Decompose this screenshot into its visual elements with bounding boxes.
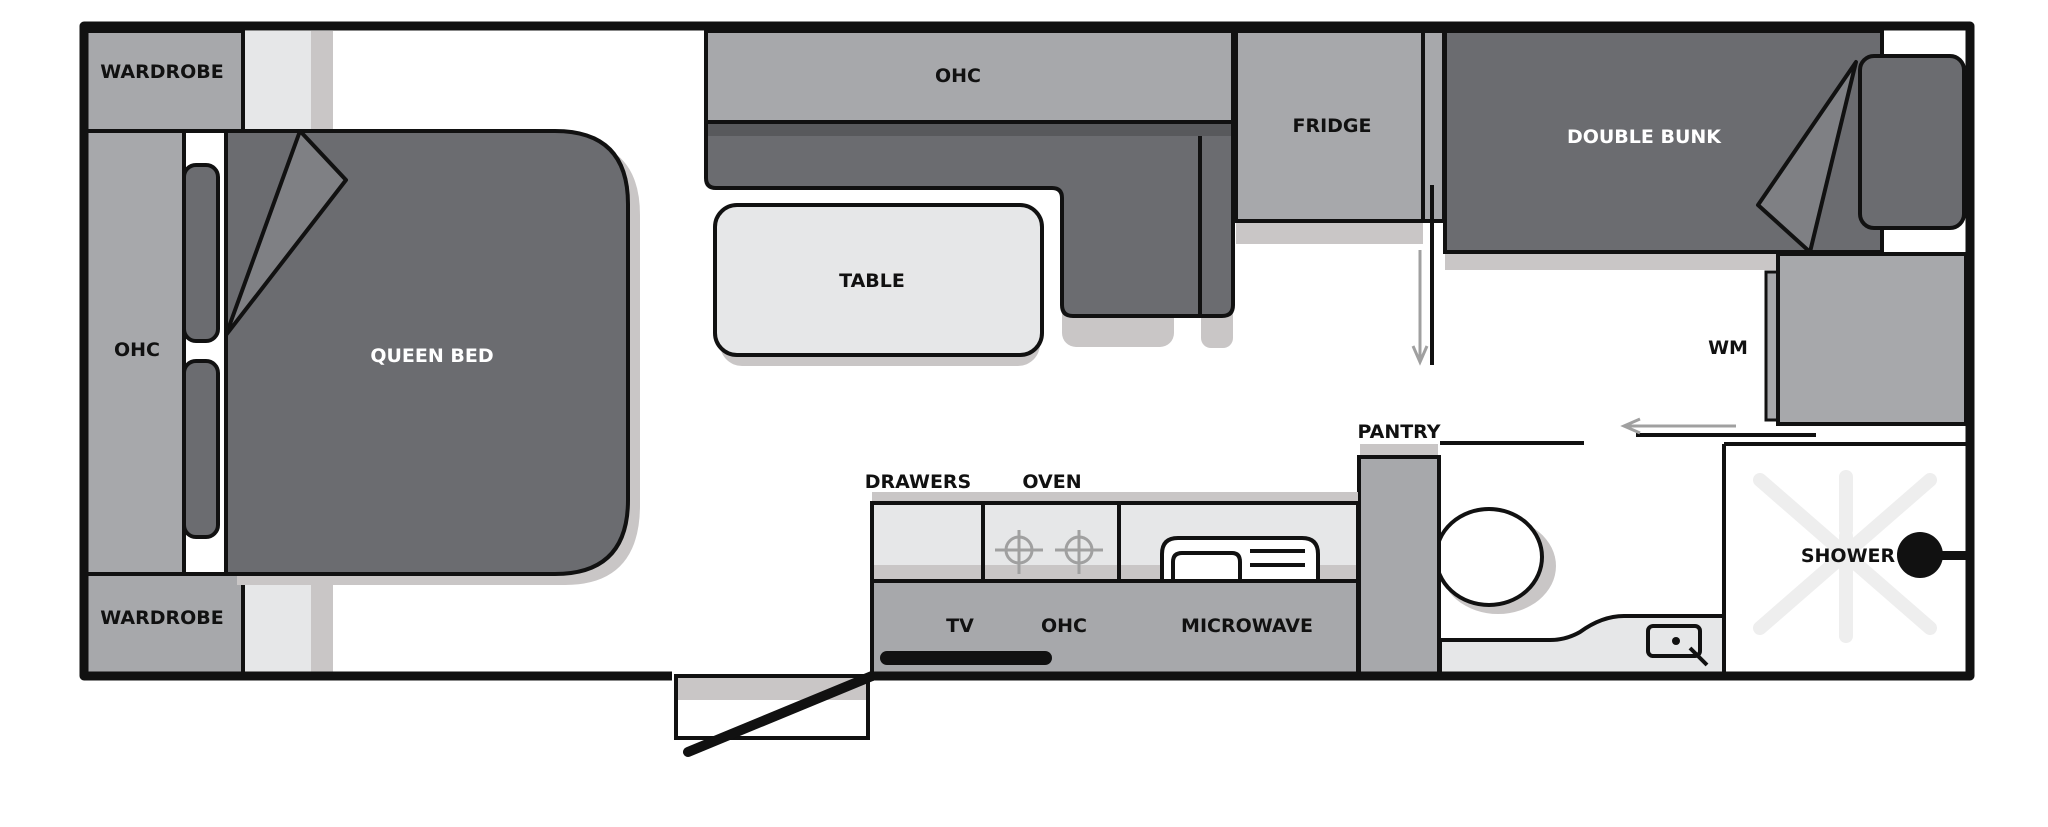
oven-label: OVEN	[1022, 471, 1081, 493]
slide-arrow-left	[1620, 417, 1641, 435]
toilet	[1434, 507, 1556, 614]
kitchen-ohc: TV OHC MICROWAVE	[870, 579, 1360, 676]
shower-label: SHOWER	[1801, 545, 1896, 567]
drawers-label: DRAWERS	[865, 471, 972, 493]
sink	[1160, 536, 1320, 581]
entry-door	[674, 671, 877, 757]
pantry-label: PANTRY	[1357, 421, 1440, 443]
double-bunk: DOUBLE BUNK	[1443, 29, 1884, 270]
double-bunk-label: DOUBLE BUNK	[1567, 126, 1722, 148]
bedside-cabinet-bottom	[182, 359, 220, 539]
wardrobe-top-label: WARDROBE	[100, 61, 223, 83]
shower-drain	[1897, 532, 1943, 578]
wardrobe-top-strip	[243, 31, 311, 131]
pantry: PANTRY	[1357, 421, 1441, 676]
wardrobe-top: WARDROBE	[84, 29, 245, 133]
wardrobe-bottom-label: WARDROBE	[100, 607, 223, 629]
wardrobe-bottom: WARDROBE	[84, 572, 245, 676]
tv-label: TV	[946, 615, 974, 637]
microwave-label: MICROWAVE	[1181, 615, 1313, 637]
ohc-kitchen-label: OHC	[1041, 615, 1087, 637]
fridge-label: FRIDGE	[1292, 115, 1371, 137]
outer-wall	[79, 21, 1975, 681]
bunk-pillow	[1858, 54, 1966, 230]
wardrobe-bottom-strip	[243, 574, 311, 674]
ohc-left-label: OHC	[114, 339, 160, 361]
table: TABLE	[713, 203, 1044, 366]
wm-label: WM	[1708, 337, 1748, 359]
cooktop-burners	[995, 530, 1103, 574]
table-label: TABLE	[839, 270, 905, 292]
dinette: OHC	[704, 29, 1235, 348]
ohc-left: OHC	[84, 129, 186, 576]
queen-bed: QUEEN BED	[224, 129, 640, 585]
ohc-top-label: OHC	[935, 65, 981, 87]
slide-arrow-down	[1411, 345, 1429, 366]
shower: SHOWER	[1753, 470, 1968, 643]
vanity	[1438, 614, 1726, 676]
washing-machine: WM	[1708, 252, 1968, 426]
tv-bar	[880, 651, 1052, 665]
queen-bed-label: QUEEN BED	[370, 345, 493, 367]
fridge: FRIDGE	[1234, 29, 1425, 244]
bedside-cabinet-top	[182, 163, 220, 343]
